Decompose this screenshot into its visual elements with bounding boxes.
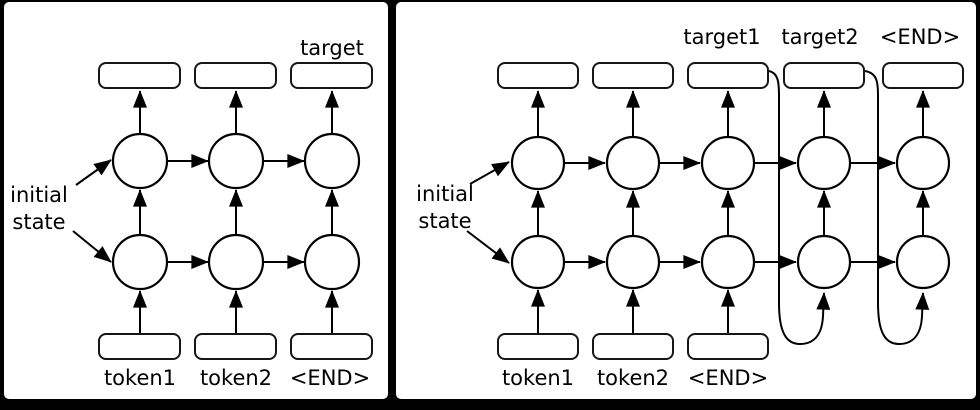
output-box bbox=[497, 62, 579, 89]
hidden-state-node bbox=[700, 135, 756, 191]
hidden-state-node bbox=[895, 135, 951, 191]
hidden-state-node bbox=[303, 233, 361, 291]
hidden-state-node bbox=[111, 132, 169, 190]
hidden-state-node bbox=[895, 234, 951, 290]
hidden-state-node bbox=[207, 233, 265, 291]
output-box bbox=[882, 62, 964, 89]
hidden-state-node bbox=[796, 234, 852, 290]
input-token-label: token1 bbox=[501, 366, 575, 390]
input-token-label: token2 bbox=[596, 366, 670, 390]
arrows-generation-panel bbox=[466, 70, 930, 346]
feedback-arrow bbox=[768, 70, 831, 346]
input-box bbox=[687, 333, 769, 360]
hidden-state-node bbox=[796, 135, 852, 191]
hidden-state-node bbox=[605, 234, 661, 290]
hidden-state-node bbox=[605, 135, 661, 191]
target-label: target bbox=[300, 36, 364, 60]
initial-state-label: initial state bbox=[416, 182, 474, 233]
input-token-label: <END> bbox=[289, 366, 371, 390]
input-box bbox=[592, 333, 674, 360]
output-box bbox=[592, 62, 674, 89]
panel-generation bbox=[394, 0, 978, 401]
output-box bbox=[687, 62, 769, 89]
hidden-state-node bbox=[303, 132, 361, 190]
input-box bbox=[98, 333, 181, 360]
input-box bbox=[194, 333, 277, 360]
initial-state-label: initial state bbox=[10, 183, 68, 234]
input-token-label: token2 bbox=[199, 366, 273, 390]
input-token-label: <END> bbox=[687, 366, 769, 390]
feedback-arrow bbox=[864, 70, 930, 346]
input-token-label: token1 bbox=[103, 366, 177, 390]
hidden-state-node bbox=[700, 234, 756, 290]
hidden-state-node bbox=[510, 135, 566, 191]
output-box bbox=[783, 62, 865, 89]
output-box bbox=[98, 62, 181, 89]
hidden-state-node bbox=[111, 233, 169, 291]
output-box bbox=[290, 62, 373, 89]
output-box bbox=[194, 62, 277, 89]
end-label: <END> bbox=[879, 25, 961, 49]
hidden-state-node bbox=[207, 132, 265, 190]
target-label: target1 bbox=[683, 25, 761, 49]
input-box bbox=[290, 333, 373, 360]
target-label: target2 bbox=[781, 25, 859, 49]
arrows-training-panel bbox=[72, 90, 339, 333]
hidden-state-node bbox=[510, 234, 566, 290]
input-box bbox=[497, 333, 579, 360]
